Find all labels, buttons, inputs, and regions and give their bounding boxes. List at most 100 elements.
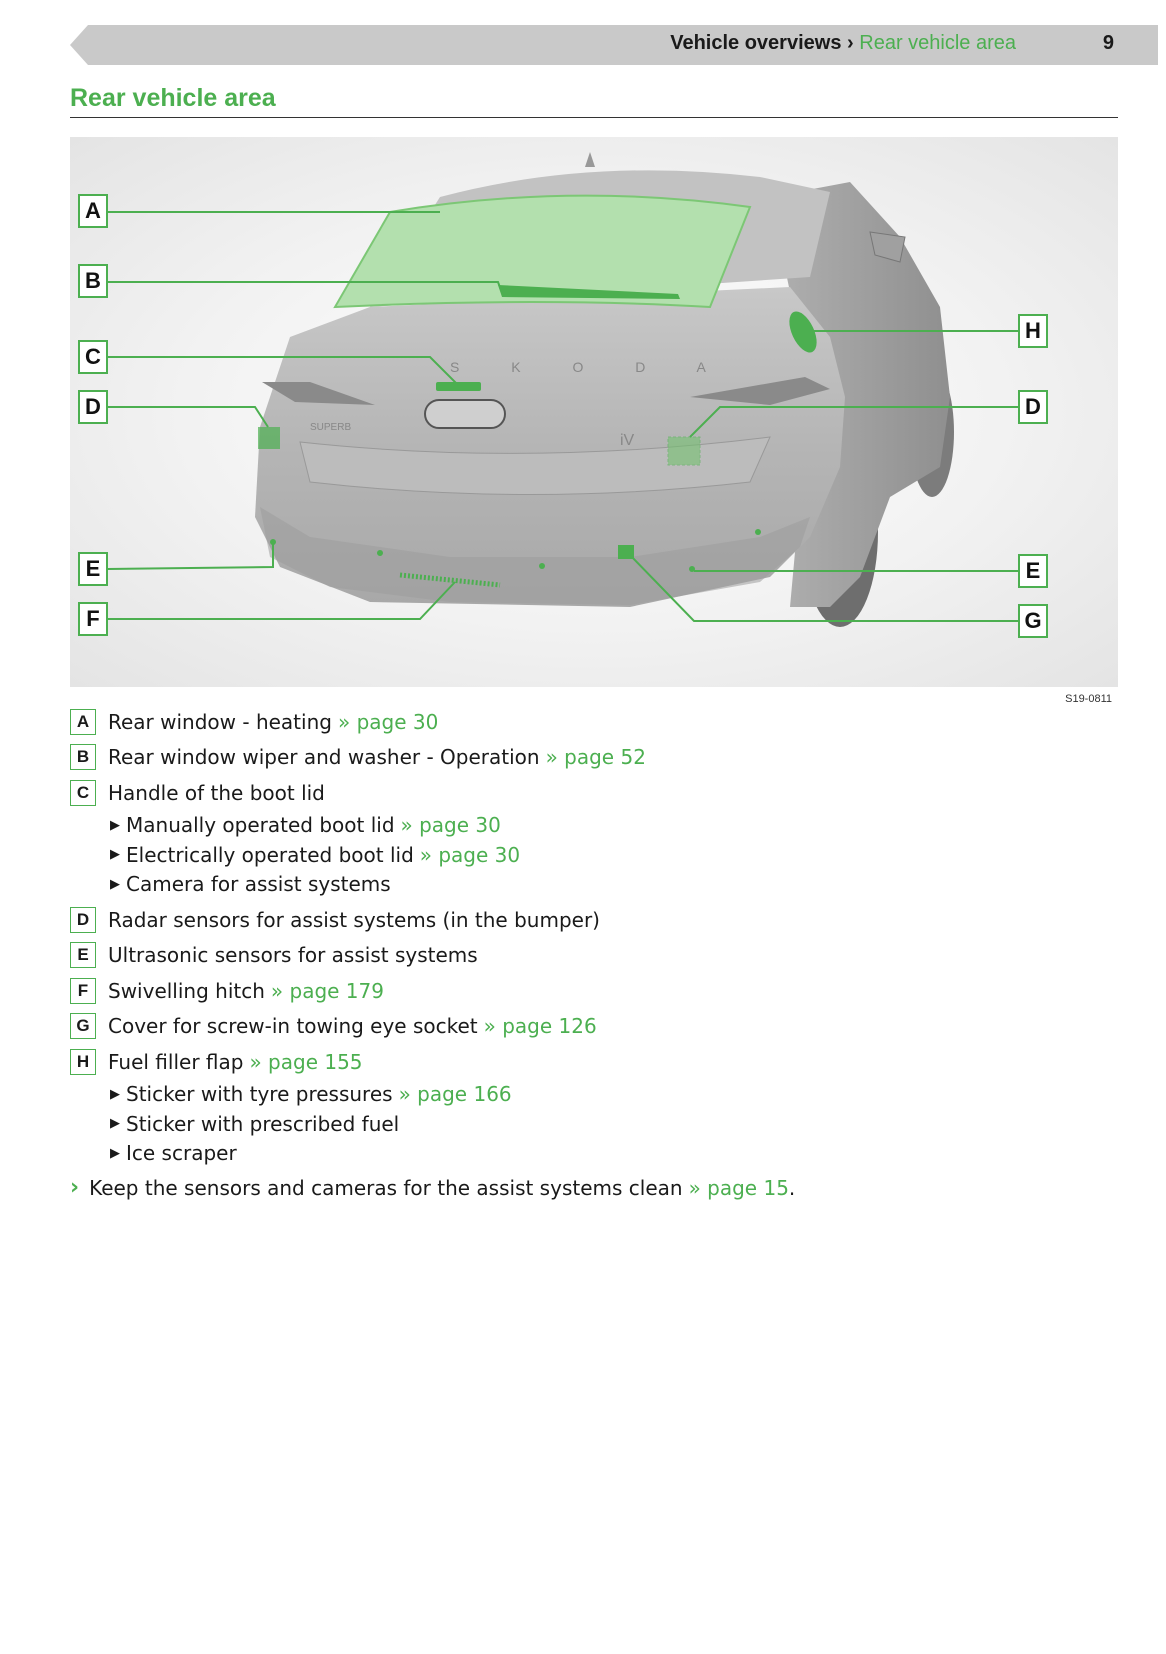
legend-subitem-text: Manually operated boot lid [126, 813, 395, 838]
ultrasonic-sensor [755, 529, 761, 535]
radar-sensor-right [667, 436, 701, 466]
callout-b: B [78, 264, 108, 298]
iv-badge: iV [620, 432, 635, 449]
legend-subitem: ▶ Sticker with prescribed fuel [70, 1109, 1118, 1139]
page-link[interactable]: » page 155 [249, 1049, 363, 1074]
callout-d-left: D [78, 390, 108, 424]
legend-letter: E [70, 942, 96, 969]
legend-text: Ultrasonic sensors for assist systems [108, 943, 478, 968]
page-link[interactable]: » page 126 [483, 1014, 597, 1039]
ultrasonic-sensor [689, 566, 695, 572]
page-link[interactable]: » page 179 [270, 978, 384, 1003]
note-text: Keep the sensors and cameras for the ass… [89, 1175, 683, 1200]
leader-lines [107, 211, 1018, 622]
ultrasonic-sensor [377, 550, 383, 556]
page-link[interactable]: » page 15 [688, 1175, 789, 1200]
leader-line-g [629, 554, 1018, 622]
page-link[interactable]: » page 166 [398, 1082, 512, 1107]
legend-subitem-text: Camera for assist systems [126, 872, 391, 897]
legend-subitem-text: Sticker with tyre pressures [126, 1082, 393, 1107]
legend-text: Handle of the boot lid [108, 780, 325, 805]
breadcrumb: Vehicle overviews › Rear vehicle area [670, 32, 1016, 55]
legend-subitem: ▶ Electrically operated boot lid » page … [70, 840, 1118, 870]
callout-h: H [1018, 314, 1048, 348]
legend-item-c: C Handle of the boot lid [70, 775, 1118, 811]
camera-highlight [436, 382, 481, 391]
page-link[interactable]: » page 30 [337, 709, 439, 734]
legend-text: Swivelling hitch [108, 978, 265, 1003]
page-link[interactable]: » page 30 [400, 813, 501, 838]
breadcrumb-current[interactable]: Rear vehicle area [859, 32, 1016, 54]
title-divider [70, 117, 1118, 118]
note-arrow-icon: › [70, 1175, 80, 1200]
legend-text: Fuel filler flap [108, 1049, 244, 1074]
legend-list: A Rear window - heating » page 30 B Rear… [70, 704, 1118, 1168]
triangle-bullet-icon: ▶ [110, 847, 120, 863]
legend-letter: C [70, 779, 96, 806]
page-link[interactable]: » page 30 [419, 842, 521, 867]
leader-line-c [108, 356, 459, 386]
triangle-bullet-icon: ▶ [110, 876, 120, 892]
legend-item-d: D Radar sensors for assist systems (in t… [70, 902, 1118, 938]
rear-lettering: S K O D A [450, 359, 730, 375]
legend-letter: F [70, 977, 96, 1004]
triangle-bullet-icon: ▶ [110, 1116, 120, 1132]
figure-id: S19-0811 [1065, 693, 1112, 705]
leader-line-e-left [107, 542, 274, 570]
legend-item-f: F Swivelling hitch » page 179 [70, 973, 1118, 1009]
tail-light-left [262, 382, 375, 405]
boot-lid-outline [299, 436, 771, 495]
leader-line-b [108, 281, 503, 294]
legend-letter: B [70, 744, 96, 771]
rear-window-glass [333, 194, 752, 309]
breadcrumb-separator: › [847, 32, 854, 54]
legend-subitem-text: Electrically operated boot lid [126, 842, 414, 867]
legend-text: Cover for screw-in towing eye socket [108, 1014, 478, 1039]
legend-item-e: E Ultrasonic sensors for assist systems [70, 938, 1118, 974]
leader-line-d-right [689, 406, 1018, 438]
legend-item-g: G Cover for screw-in towing eye socket »… [70, 1009, 1118, 1045]
legend-text: Rear window - heating [108, 709, 332, 734]
towing-hitch [399, 572, 501, 588]
legend-item-a: A Rear window - heating » page 30 [70, 704, 1118, 740]
page-title: Rear vehicle area [70, 84, 276, 112]
leader-line-d-left [108, 406, 269, 428]
triangle-bullet-icon: ▶ [110, 817, 120, 833]
triangle-bullet-icon: ▶ [110, 1086, 120, 1102]
legend-subitem: ▶ Ice scraper [70, 1139, 1118, 1169]
side-mirror [869, 231, 906, 263]
ultrasonic-sensor [539, 563, 545, 569]
rear-bumper [260, 507, 810, 605]
callout-d-right: D [1018, 390, 1048, 424]
callout-f: F [78, 602, 108, 636]
roof-antenna [585, 152, 595, 167]
callout-e-right: E [1018, 554, 1048, 588]
rear-wiper [498, 285, 680, 299]
legend-text: Radar sensors for assist systems (in the… [108, 907, 600, 932]
legend-item-h: H Fuel filler flap » page 155 [70, 1044, 1118, 1080]
boot-handle [424, 399, 506, 429]
page-link[interactable]: » page 52 [545, 745, 646, 770]
radar-sensor-left [258, 427, 280, 449]
cleaning-note: › Keep the sensors and cameras for the a… [70, 1175, 795, 1200]
legend-letter: G [70, 1013, 96, 1040]
legend-subitem: ▶ Camera for assist systems [70, 870, 1118, 900]
legend-item-b: B Rear window wiper and washer - Operati… [70, 740, 1118, 776]
page-number: 9 [1102, 32, 1114, 54]
rear-vehicle-illustration: S K O D A SUPERB iV A B C D E [70, 137, 1118, 705]
tail-light-right [690, 377, 830, 405]
car-rear-drawing: S K O D A SUPERB iV [107, 152, 1018, 627]
callout-g: G [1018, 604, 1048, 638]
legend-subitem: ▶ Manually operated boot lid » page 30 [70, 811, 1118, 841]
legend-letter: A [70, 708, 96, 735]
car-rear-body [255, 287, 845, 607]
callout-c: C [78, 340, 108, 374]
legend-subitem: ▶ Sticker with tyre pressures » page 166 [70, 1080, 1118, 1110]
fuel-filler-flap [789, 311, 817, 353]
triangle-bullet-icon: ▶ [110, 1145, 120, 1161]
legend-subitem-text: Sticker with prescribed fuel [126, 1111, 400, 1136]
leader-line-f [108, 581, 456, 620]
header-bar [70, 25, 1158, 65]
breadcrumb-section[interactable]: Vehicle overviews [670, 32, 842, 54]
callout-e-left: E [78, 552, 108, 586]
